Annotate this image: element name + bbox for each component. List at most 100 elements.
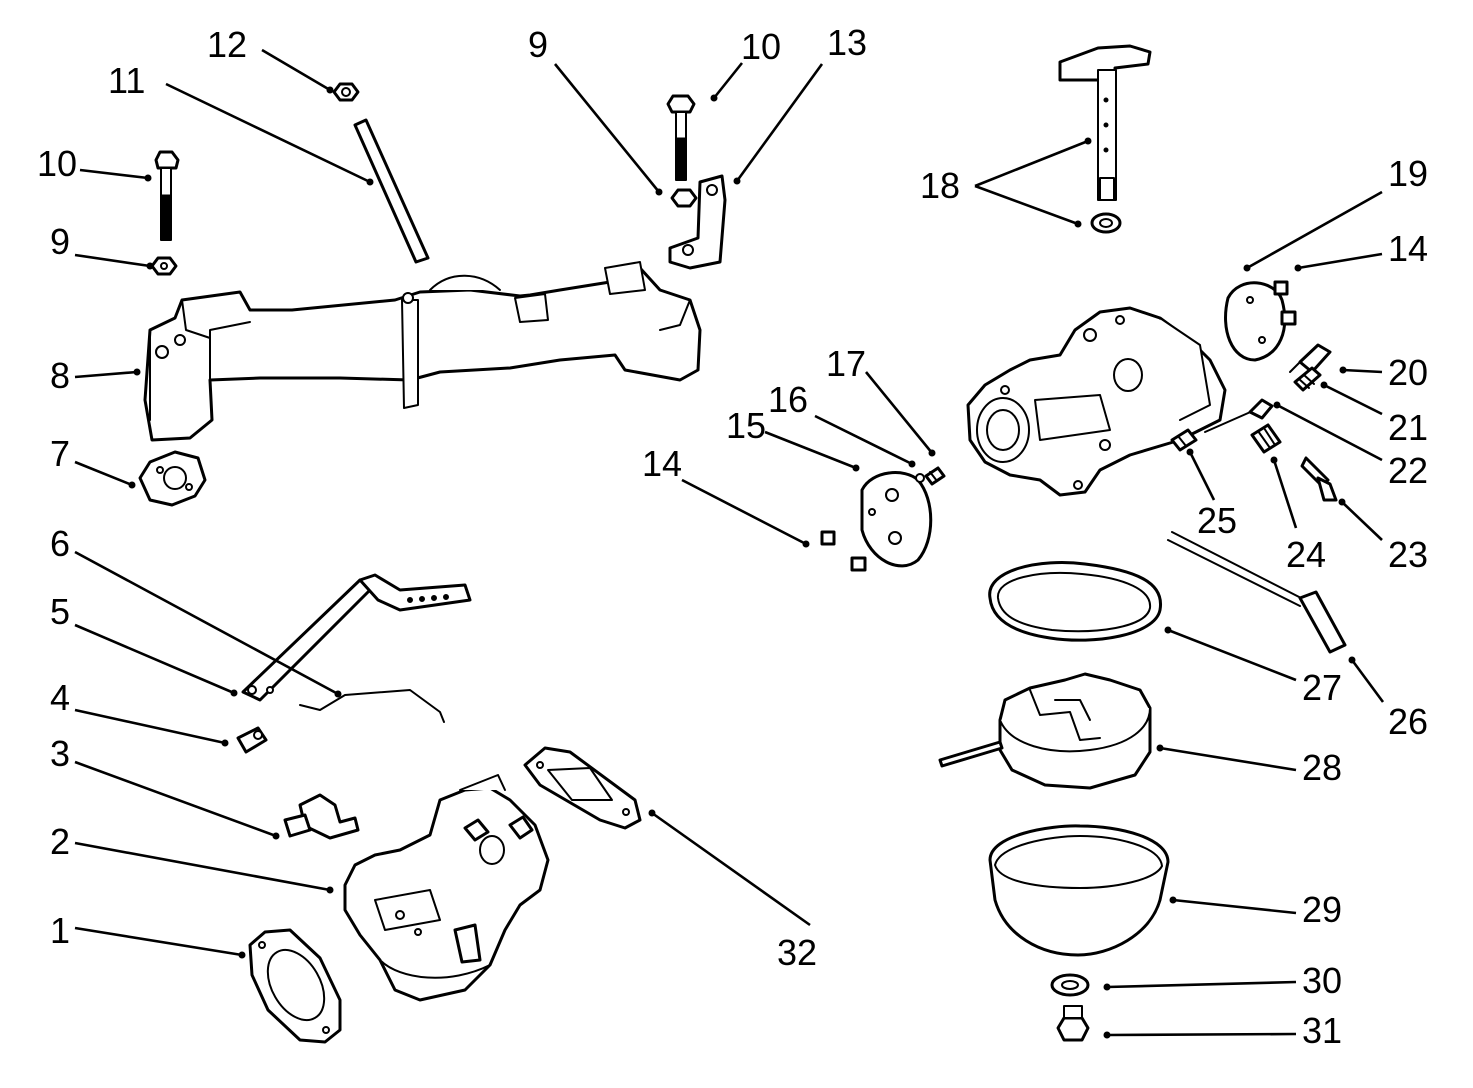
callout-19: 19 bbox=[1388, 153, 1428, 194]
needle-valve-part bbox=[1204, 398, 1274, 433]
leader-9b bbox=[553, 63, 661, 193]
leader-2 bbox=[74, 841, 331, 892]
callout-25: 25 bbox=[1197, 500, 1237, 541]
leader-23 bbox=[1341, 501, 1383, 541]
callout-28: 28 bbox=[1302, 747, 1342, 788]
leader-13 bbox=[735, 63, 824, 182]
drain-plug-part bbox=[1056, 1005, 1090, 1042]
spring-17-part bbox=[924, 466, 946, 486]
leader-21 bbox=[1323, 383, 1383, 416]
leader-4 bbox=[74, 708, 226, 745]
callout-2: 2 bbox=[50, 821, 70, 862]
nut-top-part bbox=[332, 82, 360, 102]
cover-plate-center-part bbox=[860, 471, 933, 568]
callout-21: 21 bbox=[1388, 407, 1428, 448]
callout-1: 1 bbox=[50, 910, 70, 951]
spring-21-part bbox=[1293, 366, 1322, 392]
throttle-shaft-part bbox=[1058, 44, 1152, 201]
leader-29 bbox=[1172, 898, 1297, 915]
callout-10-center: 10 bbox=[741, 26, 781, 67]
spring-25-part bbox=[1170, 428, 1198, 452]
screws-center-part bbox=[820, 530, 867, 572]
carburetor-gasket-part bbox=[523, 746, 642, 830]
leader-15 bbox=[764, 430, 857, 470]
callout-14-center: 14 bbox=[642, 443, 682, 484]
adjusting-screw-part bbox=[1300, 456, 1338, 502]
leader-27 bbox=[1167, 628, 1297, 682]
leader-31 bbox=[1106, 1032, 1297, 1037]
check-ball-part bbox=[915, 473, 925, 483]
leader-32 bbox=[651, 811, 811, 927]
callout-10-left: 10 bbox=[37, 143, 77, 184]
bolt-left-part bbox=[154, 150, 180, 241]
callout-32: 32 bbox=[777, 932, 817, 973]
callout-7: 7 bbox=[50, 433, 70, 474]
leader-18a bbox=[974, 139, 1089, 188]
leader-28 bbox=[1159, 746, 1297, 772]
nut-left-part bbox=[150, 256, 178, 276]
shaft-washer-part bbox=[1090, 212, 1122, 234]
callout-18: 18 bbox=[920, 165, 960, 206]
spring-24-part bbox=[1250, 423, 1282, 454]
leader-8 bbox=[74, 370, 138, 379]
swivel-part bbox=[236, 726, 268, 754]
flange-gasket-part bbox=[248, 928, 342, 1044]
leader-17 bbox=[864, 371, 934, 454]
leader-26 bbox=[1350, 659, 1385, 703]
callout-16: 16 bbox=[768, 379, 808, 420]
callout-27: 27 bbox=[1302, 667, 1342, 708]
callout-31: 31 bbox=[1302, 1010, 1342, 1051]
callout-14-right: 14 bbox=[1388, 228, 1428, 269]
stud-rod-part bbox=[353, 118, 430, 264]
callout-4: 4 bbox=[50, 677, 70, 718]
callout-9-left: 9 bbox=[50, 221, 70, 262]
bowl-gasket-ring-part bbox=[988, 560, 1163, 642]
leader-20 bbox=[1342, 368, 1383, 374]
leader-9a bbox=[74, 253, 151, 268]
callout-29: 29 bbox=[1302, 889, 1342, 930]
leader-24 bbox=[1272, 459, 1298, 529]
leader-lines bbox=[74, 48, 1385, 1039]
callout-26: 26 bbox=[1388, 701, 1428, 742]
leader-16 bbox=[814, 414, 913, 466]
throttle-lever-part bbox=[241, 573, 472, 702]
leader-3 bbox=[74, 760, 277, 838]
leader-5 bbox=[74, 623, 235, 695]
leader-19 bbox=[1246, 190, 1383, 270]
bracket-part bbox=[668, 174, 727, 270]
link-rod-part bbox=[299, 689, 445, 723]
callout-15: 15 bbox=[726, 405, 766, 446]
callout-6: 6 bbox=[50, 523, 70, 564]
choke-shaft-part bbox=[1167, 531, 1347, 654]
leader-12 bbox=[261, 48, 331, 92]
float-part bbox=[938, 672, 1152, 790]
callout-labels: 1 2 3 4 5 6 7 8 9 10 11 12 9 10 13 18 19… bbox=[37, 22, 1428, 1051]
bolt-center-part bbox=[666, 94, 696, 181]
leader-25 bbox=[1188, 451, 1216, 501]
callout-12: 12 bbox=[207, 24, 247, 65]
callout-17: 17 bbox=[826, 343, 866, 384]
leader-6 bbox=[74, 550, 339, 696]
intake-manifold-part bbox=[143, 261, 702, 442]
elbow-fitting-part bbox=[283, 793, 360, 840]
callout-23: 23 bbox=[1388, 534, 1428, 575]
leader-14b bbox=[681, 478, 807, 546]
leader-18b bbox=[974, 184, 1079, 226]
leader-7 bbox=[74, 460, 133, 487]
callout-5: 5 bbox=[50, 591, 70, 632]
callout-13: 13 bbox=[827, 22, 867, 63]
callout-3: 3 bbox=[50, 733, 70, 774]
carburetor-assembly-part bbox=[343, 774, 550, 1002]
nut-center-part bbox=[670, 188, 698, 208]
carburetor-body-part bbox=[966, 306, 1227, 497]
cover-plate-right-part bbox=[1224, 281, 1287, 362]
bowl-washer-part bbox=[1050, 973, 1090, 997]
leader-14a bbox=[1297, 252, 1383, 270]
callout-20: 20 bbox=[1388, 352, 1428, 393]
screws-right-part bbox=[1273, 280, 1297, 326]
leader-11 bbox=[165, 82, 371, 184]
callout-11: 11 bbox=[108, 60, 145, 101]
callout-9-center: 9 bbox=[528, 24, 548, 65]
idle-screw-part bbox=[1289, 343, 1332, 374]
